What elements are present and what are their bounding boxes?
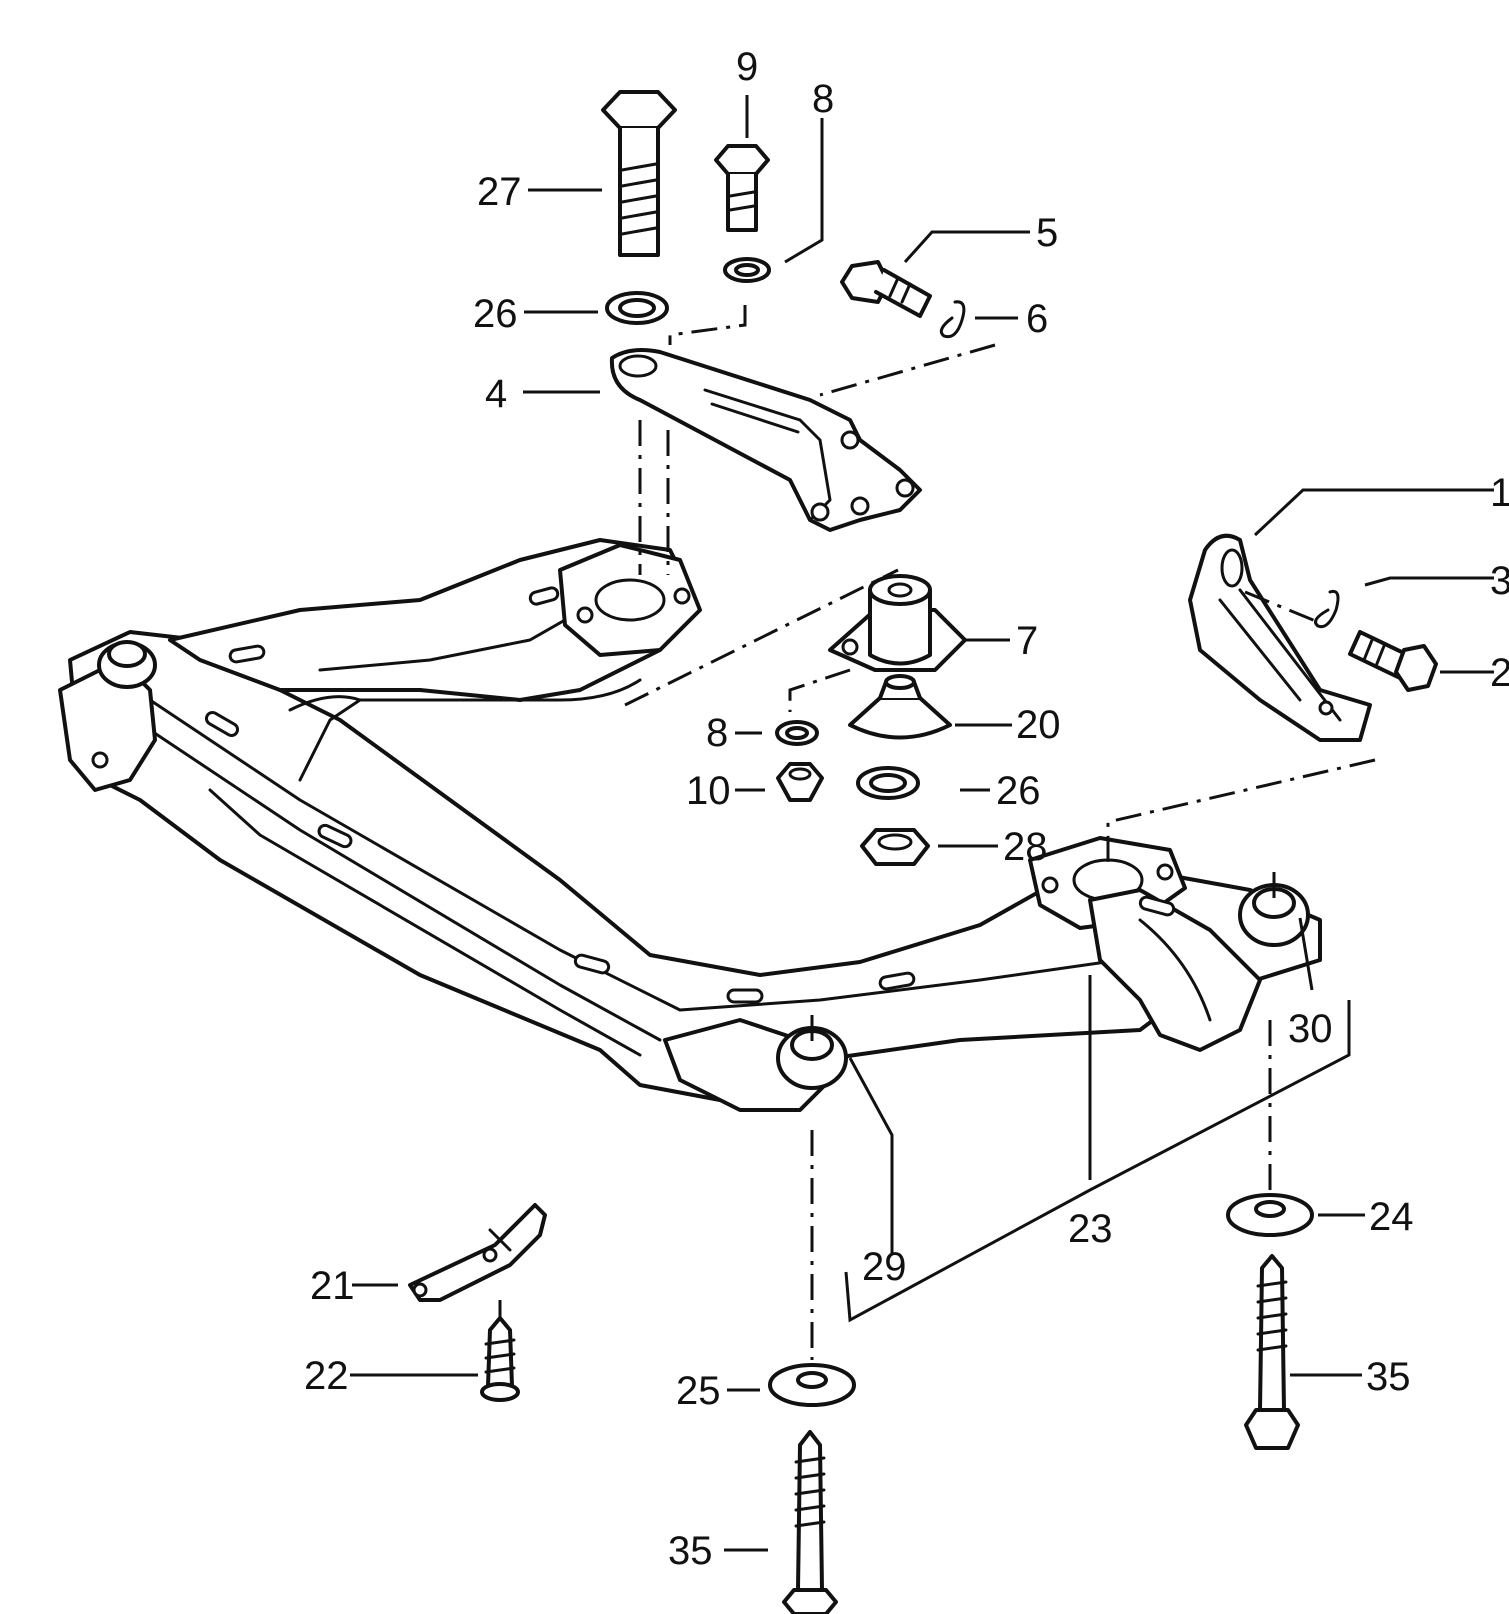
callout-8-mid: 8 [706, 711, 728, 755]
bolt-35-right-icon [1244, 1254, 1300, 1450]
bolt-9-icon [714, 144, 770, 232]
clip-3-icon [1314, 589, 1340, 629]
assembly-lines [498, 305, 1376, 1360]
callout-26-top: 26 [473, 292, 518, 336]
callout-24: 24 [1369, 1195, 1414, 1239]
mount-7 [828, 574, 967, 672]
callout-7: 7 [1016, 619, 1038, 663]
screw-22-icon [480, 1316, 520, 1402]
nut-10-icon [776, 762, 824, 802]
bolt-5-icon [840, 260, 932, 318]
callout-5: 5 [1036, 211, 1058, 255]
washer-8-top-icon [723, 257, 771, 283]
callout-23: 23 [1068, 1207, 1113, 1251]
bolt-2-icon [1348, 630, 1438, 692]
callout-3: 3 [1490, 559, 1509, 603]
washer-8-mid-icon [775, 720, 819, 746]
callout-29: 29 [862, 1245, 907, 1289]
subframe-crossmember [58, 538, 1322, 1112]
washer-24-icon [1226, 1193, 1314, 1237]
callout-26-mid: 26 [996, 769, 1041, 813]
clip-6-icon [939, 300, 966, 339]
bracket-1 [1188, 533, 1372, 742]
nut-28-icon [860, 828, 930, 866]
callout-21: 21 [310, 1264, 355, 1308]
callout-8-top: 8 [812, 77, 834, 121]
callout-2: 2 [1490, 651, 1509, 695]
washer-25-icon [768, 1363, 856, 1407]
callout-4: 4 [485, 372, 507, 416]
callout-labels: 27 26 4 9 8 5 6 7 8 10 20 26 28 1 3 2 30… [304, 45, 1509, 1573]
callout-20: 20 [1016, 703, 1061, 747]
callout-35-lower: 35 [668, 1529, 713, 1573]
callout-1: 1 [1490, 471, 1509, 515]
bracket-4 [609, 348, 922, 532]
callout-27: 27 [477, 170, 522, 214]
callout-9: 9 [736, 45, 758, 89]
callout-35-right: 35 [1366, 1355, 1411, 1399]
leader-lines [350, 95, 1494, 1552]
callout-30: 30 [1288, 1007, 1333, 1051]
callout-10: 10 [686, 769, 731, 813]
callout-22: 22 [304, 1354, 349, 1398]
washer-26-top-icon [605, 291, 669, 325]
callout-28: 28 [1003, 825, 1048, 869]
bolt-27-icon [601, 90, 677, 257]
bolt-35-lower-icon [782, 1430, 838, 1614]
callout-6: 6 [1026, 297, 1048, 341]
callout-25: 25 [676, 1369, 721, 1413]
washer-26-mid-icon [856, 766, 920, 800]
bracket-21 [408, 1203, 547, 1302]
buffer-20 [848, 674, 952, 740]
